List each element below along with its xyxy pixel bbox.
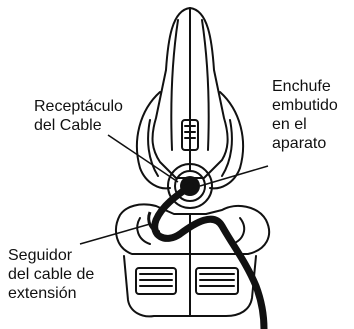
label-line: embutido xyxy=(272,96,338,115)
label-line: Receptáculo xyxy=(34,97,123,116)
label-line: extensión xyxy=(8,284,94,303)
label-line: del cable de xyxy=(8,265,94,284)
label-line: Enchufe xyxy=(272,77,338,96)
label-line: en el xyxy=(272,115,338,134)
label-recessed-plug: Enchufe embutido en el aparato xyxy=(272,77,338,153)
handle-ridge-left xyxy=(171,20,178,150)
label-line: Seguidor xyxy=(8,246,94,265)
label-line: del Cable xyxy=(34,116,123,135)
label-cord-follower: Seguidor del cable de extensión xyxy=(8,246,94,303)
label-line: aparato xyxy=(272,134,338,153)
label-cord-receptacle: Receptáculo del Cable xyxy=(34,97,123,135)
handle-ridge-right xyxy=(202,20,209,150)
